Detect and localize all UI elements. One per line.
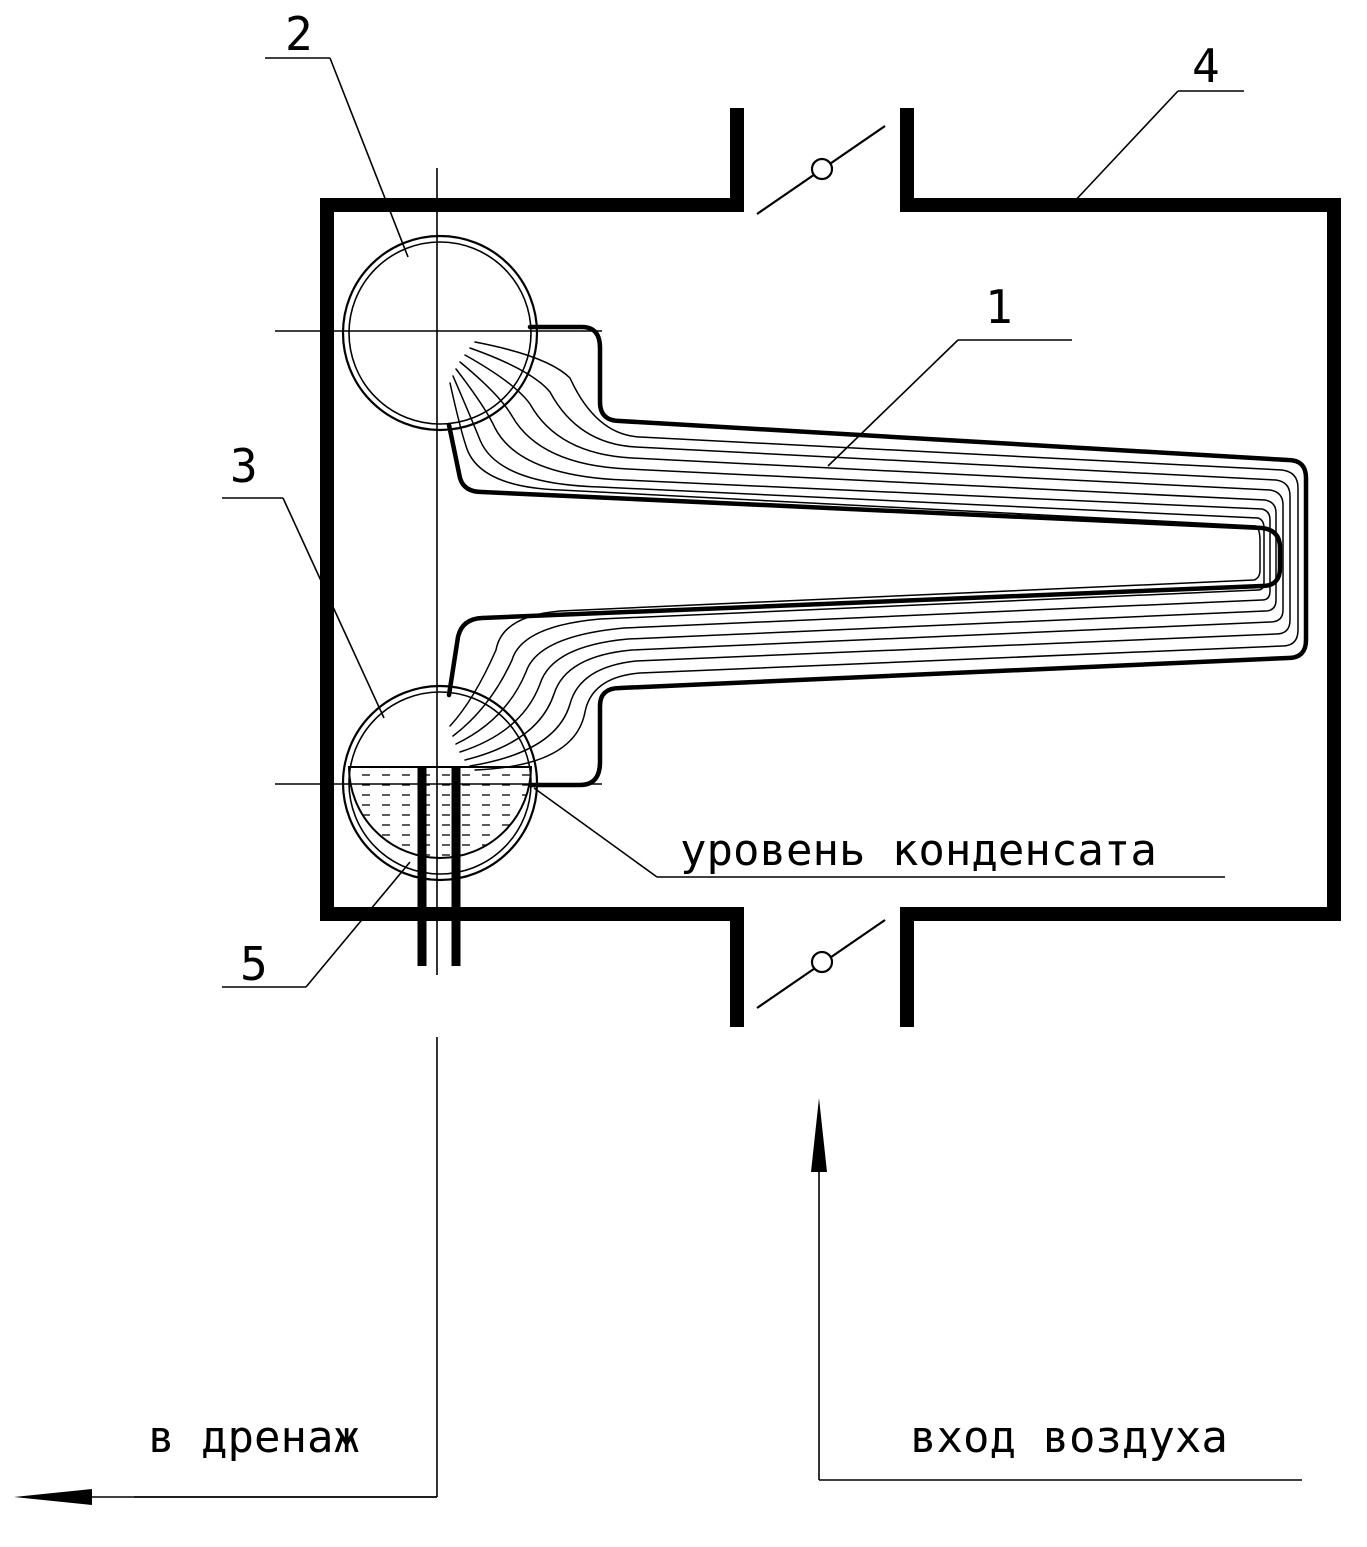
condensate-level-caption: уровень конденсата: [680, 825, 1157, 876]
top-damper: [757, 126, 885, 214]
leader-lines: [134, 58, 1244, 1497]
leader-4: [1072, 91, 1178, 204]
bottom-damper: [757, 920, 885, 1008]
tube-inner-2: [470, 348, 1290, 766]
tube-inner-6: [453, 376, 1264, 736]
leader-condensate: [534, 788, 657, 877]
tube-inner-4: [460, 362, 1276, 752]
tube-outer-upper: [530, 327, 1306, 785]
air-inlet-caption: вход воздуха: [910, 1412, 1228, 1463]
label-5: 5: [240, 937, 268, 991]
tube-inner-3: [465, 355, 1283, 760]
tube-bundle: [449, 327, 1306, 785]
label-3: 3: [230, 439, 258, 493]
tube-outer-lower: [449, 425, 1280, 695]
leader-2: [330, 58, 408, 257]
condensate-liquid: [349, 767, 531, 858]
leader-1: [828, 340, 958, 466]
label-4: 4: [1192, 39, 1220, 93]
to-drain-caption: в дренаж: [148, 1412, 360, 1463]
label-2: 2: [285, 7, 313, 61]
label-1: 1: [985, 280, 1013, 334]
drain-arrow: [14, 1489, 92, 1505]
